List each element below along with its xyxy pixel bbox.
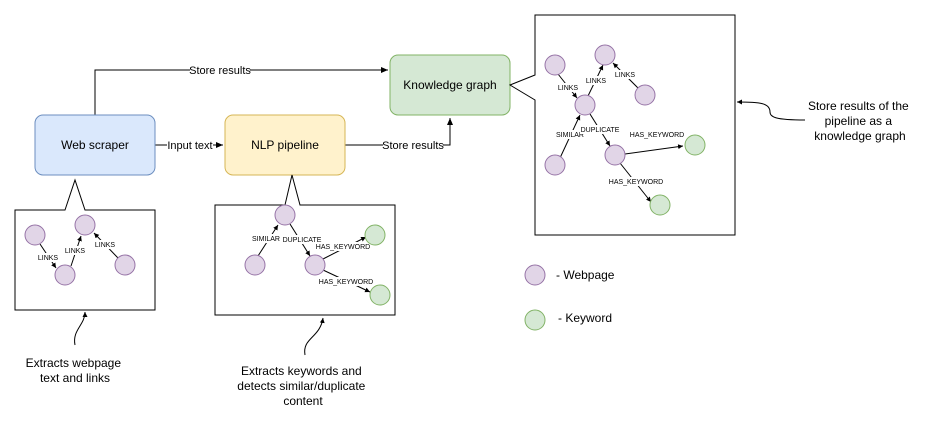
legend-webpage-label: - Webpage xyxy=(556,268,615,282)
legend: - Webpage - Keyword xyxy=(524,264,615,331)
webpage-node xyxy=(24,224,46,246)
webpage-node xyxy=(274,204,296,226)
keyword-node xyxy=(684,134,706,156)
webpage-node xyxy=(304,254,326,276)
webpage-node xyxy=(74,214,96,236)
scraper-note-pointer xyxy=(74,311,88,346)
kg-links-label-2: LINKS xyxy=(586,78,607,85)
web-scraper-label: Web scraper xyxy=(61,138,129,152)
webpage-node xyxy=(544,154,566,176)
nlp-note: Extracts keywords and detects similar/du… xyxy=(237,364,368,408)
kg-has-keyword-label-1: HAS_KEYWORD xyxy=(630,132,684,139)
legend-keyword-label: - Keyword xyxy=(558,311,612,325)
edge-label-store-results-top: Store results xyxy=(189,65,251,77)
nlp-similar-label: SIMILAR xyxy=(252,236,280,243)
nlp-pipeline-label: NLP pipeline xyxy=(251,138,319,152)
scraper-note: Extracts webpage text and links xyxy=(26,356,125,385)
nlp-duplicate-label: DUPLICATE xyxy=(283,237,322,244)
edge-nlp-to-kg: Store results xyxy=(345,118,453,152)
kg-callout: LINKS LINKS LINKS SIMILAR DUPLICATE HAS_… xyxy=(508,14,736,236)
knowledge-graph-label: Knowledge graph xyxy=(403,78,496,92)
kg-has-keyword-label-2: HAS_KEYWORD xyxy=(609,179,663,186)
nlp-has-keyword-label-2: HAS_KEYWORD xyxy=(319,279,373,286)
kg-note: Store results of the pipeline as a knowl… xyxy=(808,99,912,143)
legend-keyword-swatch xyxy=(524,309,546,331)
nlp-note-pointer xyxy=(304,317,325,356)
legend-webpage-swatch xyxy=(524,264,546,286)
webpage-node xyxy=(594,44,616,66)
web-scraper-node: Web scraper xyxy=(34,114,156,176)
kg-links-label-1: LINKS xyxy=(558,85,579,92)
kg-links-label-3: LINKS xyxy=(615,72,636,79)
nlp-has-keyword-label-1: HAS_KEYWORD xyxy=(316,244,370,251)
webpage-node xyxy=(604,144,626,166)
webpage-node xyxy=(54,264,76,286)
edge-label-input-text: Input text xyxy=(167,140,212,152)
edge-scraper-to-kg: Store results xyxy=(94,64,388,115)
scraper-callout: LINKS LINKS LINKS xyxy=(14,178,156,311)
nlp-pipeline-node: NLP pipeline xyxy=(224,114,346,176)
webpage-node xyxy=(114,254,136,276)
scraper-links-label-3: LINKS xyxy=(95,242,116,249)
nlp-callout: SIMILAR DUPLICATE HAS_KEYWORD HAS_KEYWOR… xyxy=(214,174,396,316)
scraper-links-label-1: LINKS xyxy=(38,255,59,262)
webpage-node xyxy=(634,84,656,106)
webpage-node xyxy=(544,54,566,76)
edge-label-store-results-nlp: Store results xyxy=(382,140,444,152)
scraper-links-label-2: LINKS xyxy=(65,248,86,255)
keyword-node xyxy=(649,194,671,216)
kg-similar-label: SIMILAR xyxy=(556,132,584,139)
kg-duplicate-label: DUPLICATE xyxy=(581,127,620,134)
keyword-node xyxy=(364,224,386,246)
knowledge-graph-node: Knowledge graph xyxy=(389,54,511,116)
webpage-node xyxy=(574,94,596,116)
edge-scraper-to-nlp: Input text xyxy=(155,139,223,152)
keyword-node xyxy=(369,284,391,306)
kg-note-pointer xyxy=(736,99,806,121)
webpage-node xyxy=(244,254,266,276)
